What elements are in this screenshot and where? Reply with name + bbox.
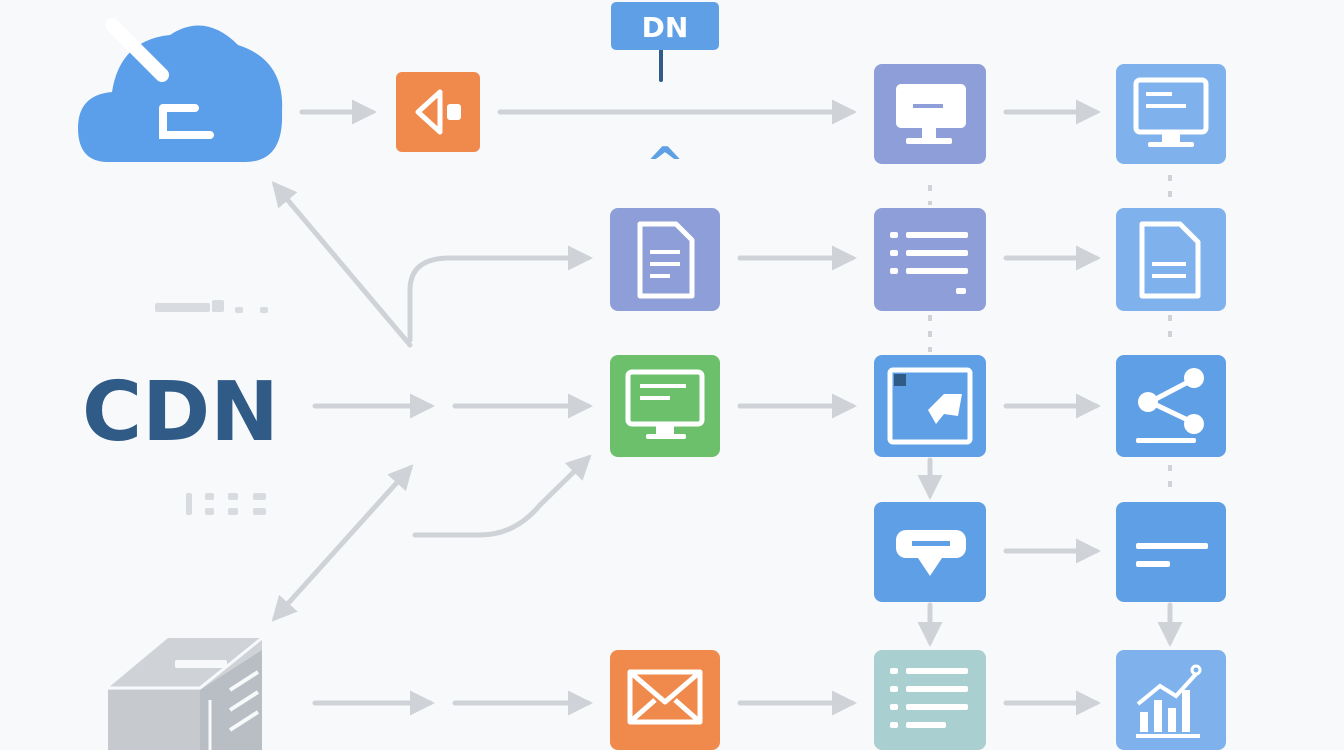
cloud-upload-icon: [78, 18, 283, 162]
bar-chart-node: [1116, 650, 1226, 750]
image-node: [874, 355, 986, 457]
document-node-blue: [1116, 208, 1226, 311]
list-node-mint: [874, 650, 986, 750]
document-node-purple: [610, 208, 720, 311]
list-icon: [890, 232, 968, 294]
chat-bubble-node: [874, 502, 986, 602]
diagram-title: CDN: [82, 365, 279, 460]
text-lines-node: [1116, 502, 1226, 602]
monitor-node-green: [610, 355, 720, 457]
dashed-links: [928, 175, 1172, 495]
document-icon: [637, 221, 695, 299]
mail-node: [610, 650, 720, 750]
top-badge-label: DN: [642, 11, 689, 44]
share-icon: [1138, 368, 1204, 434]
faded-marks: [155, 300, 268, 515]
monitor-node-blue: [1116, 64, 1226, 164]
text-lines-icon: [1136, 543, 1208, 567]
top-badge: DN: [611, 2, 719, 50]
connectors: [271, 48, 1183, 716]
speaker-node: [396, 72, 480, 152]
bar-chart-icon: [1136, 664, 1202, 738]
list-icon: [890, 668, 968, 728]
arrow-diagonal-double: [271, 464, 414, 622]
image-icon: [887, 367, 973, 445]
document-icon: [1139, 221, 1201, 299]
arrow-curve-to-green: [412, 454, 592, 538]
speaker-icon: [447, 104, 461, 120]
share-node: [1116, 355, 1226, 457]
caret-mark: ^: [646, 137, 685, 191]
mail-icon: [627, 669, 703, 725]
server-icon: [108, 636, 263, 750]
arrow-diagonal-up-left: [271, 181, 413, 348]
chat-bubble-icon: [896, 530, 966, 576]
list-node-purple: [874, 208, 986, 311]
arrow-curve-to-doc: [407, 245, 593, 343]
monitor-node-purple: [874, 64, 986, 164]
